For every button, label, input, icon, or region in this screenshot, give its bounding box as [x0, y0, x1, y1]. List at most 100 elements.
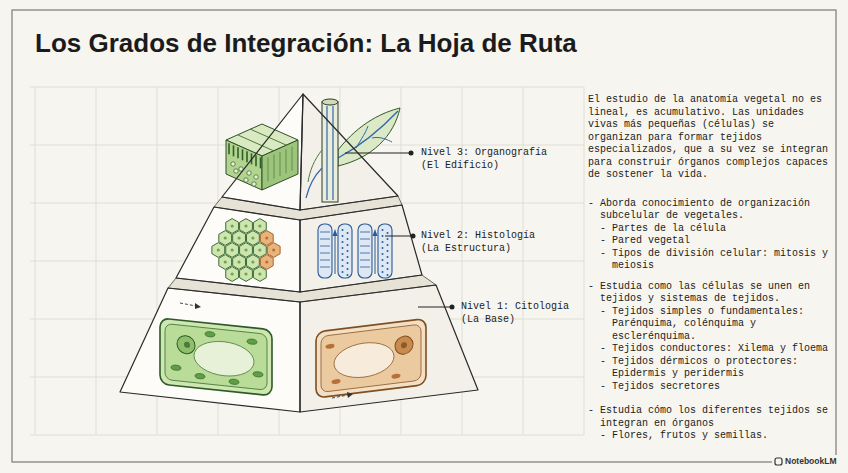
pit-dot — [347, 238, 349, 240]
tier-face-fill — [300, 94, 398, 210]
nucleus — [395, 335, 413, 355]
parenchyma-cell — [253, 219, 266, 234]
side-cell — [286, 149, 287, 173]
vein-blue — [306, 168, 322, 198]
palisade-cell — [228, 143, 230, 154]
pit-dot — [382, 235, 384, 237]
grid-line — [30, 87, 584, 88]
parenchyma-cell — [247, 255, 260, 270]
pit-dot — [382, 265, 384, 267]
pit-dot — [387, 256, 389, 258]
cell-membrane — [165, 324, 267, 391]
annular-ring — [360, 239, 370, 240]
cell-nucleus — [224, 236, 227, 239]
vein-blue — [372, 137, 392, 142]
leaf-blade — [338, 108, 400, 166]
bullet-text: - Tejidos conductores: Xilema y floema — [588, 343, 832, 356]
spongy-cell — [252, 182, 256, 186]
annular-ring — [360, 232, 370, 233]
parenchyma-cell — [226, 219, 239, 234]
nucleolus — [184, 342, 190, 349]
cell-nucleus — [237, 236, 240, 239]
sclerenchyma-cell — [267, 243, 280, 258]
annular-ring — [320, 260, 330, 261]
tier-face-fill — [176, 207, 300, 292]
tier-outline — [222, 94, 398, 210]
spongy-cell — [234, 169, 238, 173]
chloroplast — [205, 331, 215, 337]
vein-blue — [332, 106, 333, 200]
tier-label-box: Nivel 1: Citología (La Base) — [461, 300, 589, 326]
parenchyma-cell — [219, 231, 232, 246]
vacuole — [334, 339, 394, 380]
xylem-vessels — [318, 224, 392, 278]
organelle — [326, 343, 335, 349]
pyramid-tier: Nivel 2: Histología (La Estructura) — [176, 205, 422, 292]
pit-dot — [382, 241, 384, 243]
bullet-text: - Estudia cómo los diferentes tejidos se… — [588, 405, 832, 430]
cell-membrane — [321, 324, 421, 392]
palisade-cell — [242, 149, 244, 160]
parenchyma-honeycomb — [212, 219, 280, 282]
cell-nucleus — [231, 224, 234, 227]
pyramid-tier: Nivel 1: Citología (La Base) — [120, 285, 478, 412]
tier-face — [300, 285, 478, 412]
annular-ring — [320, 253, 330, 254]
pit-dot — [382, 247, 384, 249]
title-box: Los Grados de Integración: La Hoja de Ru… — [35, 27, 577, 59]
vein-blue — [356, 126, 368, 148]
pit-dot — [342, 235, 344, 237]
parenchyma-cell — [233, 231, 246, 246]
leader-line — [345, 153, 411, 154]
watermark-patch — [772, 455, 840, 468]
pit-dot — [342, 265, 344, 267]
bullet-text: - Partes de la célula — [588, 223, 832, 236]
pit-dot — [347, 244, 349, 246]
chloroplast — [171, 365, 181, 371]
leaf-cross-section — [226, 124, 298, 190]
cell-nucleus — [265, 260, 268, 263]
dashed-arrow — [180, 303, 196, 306]
flow-arrow — [375, 234, 376, 274]
tier-outline — [120, 285, 478, 412]
chloroplast — [195, 373, 205, 379]
bullet-text: - Aborda conocimiento de organización su… — [588, 198, 832, 223]
leader-dot — [409, 151, 414, 156]
pit-dot — [387, 268, 389, 270]
vessel-tube — [378, 224, 392, 278]
pit-dot — [347, 262, 349, 264]
cell-wall — [160, 318, 272, 396]
parenchyma-cell — [247, 231, 260, 246]
vessel-tube — [318, 224, 332, 278]
cell-nucleus — [258, 224, 261, 227]
flow-arrowhead — [333, 229, 338, 236]
flow-arrow — [335, 234, 336, 274]
pit-dot — [342, 271, 344, 273]
watermark: NotebookLM — [784, 456, 837, 467]
background-grid — [30, 87, 584, 435]
cell-nucleus — [224, 260, 227, 263]
pit-dot — [342, 259, 344, 261]
leader-line — [385, 236, 413, 237]
spongy-cell — [231, 162, 235, 166]
tier-face — [300, 205, 422, 292]
chloroplast — [253, 371, 263, 377]
stem-top — [322, 99, 338, 105]
palisade-cell — [255, 155, 257, 166]
leaf-front — [226, 140, 262, 190]
pit-dot — [342, 229, 344, 231]
dashed-arrow — [332, 395, 348, 398]
vein-green — [308, 150, 322, 182]
tier-label-box: Nivel 2: Histología (La Estructura) — [421, 229, 549, 255]
pit-dot — [387, 250, 389, 252]
arrowhead — [347, 392, 353, 398]
leaf-side — [262, 140, 298, 190]
tier-label-box: Nivel 3: Organografía (El Edificio) — [421, 146, 549, 172]
sclerenchyma-cell — [260, 255, 273, 270]
cell-nucleus — [251, 260, 254, 263]
parenchyma-cell — [226, 267, 239, 282]
pyramid-tier: Nivel 3: Organografía (El Edificio) — [222, 94, 398, 210]
pit-dot — [382, 229, 384, 231]
bullet-text: - Tejidos dérmicos o protectores: Epider… — [588, 356, 832, 381]
